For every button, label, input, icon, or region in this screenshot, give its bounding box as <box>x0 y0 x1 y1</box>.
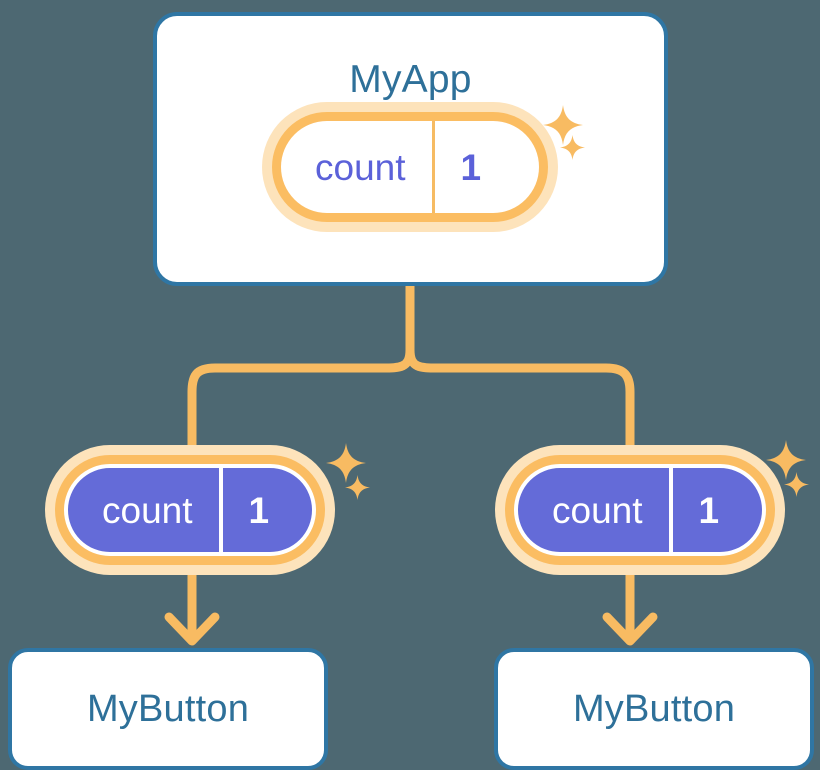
state-pill-right[interactable]: count 1 <box>505 455 775 565</box>
state-pill-root[interactable]: count 1 <box>272 112 548 222</box>
sparkle-icon <box>766 440 806 480</box>
state-value-root: 1 <box>431 121 516 213</box>
arrow-down-right <box>602 567 658 646</box>
state-key-left: count <box>102 489 193 531</box>
state-key-right: count <box>552 489 643 531</box>
sparkle-small-icon <box>345 475 370 500</box>
state-pill-right-inner: count 1 <box>514 464 766 556</box>
state-pill-left-inner: count 1 <box>64 464 316 556</box>
component-card-mybutton-left[interactable]: MyButton <box>8 648 328 770</box>
state-value-left: 1 <box>218 468 304 552</box>
state-pill-root-inner: count 1 <box>281 121 539 213</box>
component-name-myapp: MyApp <box>349 58 472 101</box>
component-card-mybutton-right[interactable]: MyButton <box>494 648 814 770</box>
state-key-root: count <box>315 146 406 188</box>
component-name-mybutton-right: MyButton <box>572 688 736 730</box>
arrow-down-left <box>164 567 220 646</box>
state-pill-left[interactable]: count 1 <box>55 455 325 565</box>
state-value-right: 1 <box>668 468 754 552</box>
sparkle-small-icon <box>784 472 809 497</box>
connector-branch-right <box>405 345 635 457</box>
connector-branch-left <box>187 345 415 457</box>
sparkle-icon <box>326 443 366 483</box>
component-name-mybutton-left: MyButton <box>86 688 250 730</box>
